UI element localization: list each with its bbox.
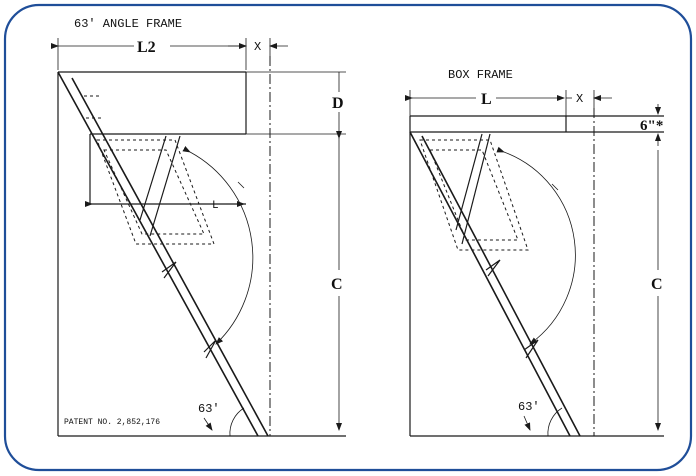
angle-label-left: 63' xyxy=(198,402,220,416)
dimension-label-x-right: X xyxy=(576,92,583,106)
dimension-label-six-inch: 6"* xyxy=(640,118,663,134)
angle-label-right: 63' xyxy=(518,400,540,414)
angle-frame-drawing: 63' ANGLE FRAME L2 X D C xyxy=(51,17,346,437)
dimension-label-l-inner: L xyxy=(212,200,219,212)
dimension-label-c-left: C xyxy=(331,276,343,293)
box-frame-drawing: BOX FRAME L X 6"* C xyxy=(405,68,664,437)
dimension-label-l2: L2 xyxy=(137,39,156,56)
dimension-label-c-right: C xyxy=(651,276,663,293)
dimension-label-d: D xyxy=(332,95,344,112)
dimension-label-l-right: L xyxy=(481,91,492,108)
angle-frame-title: 63' ANGLE FRAME xyxy=(74,17,182,31)
dimension-label-x-left: X xyxy=(254,40,261,54)
patent-number: PATENT NO. 2,852,176 xyxy=(64,418,160,427)
outer-border xyxy=(3,3,693,472)
box-frame-title: BOX FRAME xyxy=(448,68,513,82)
